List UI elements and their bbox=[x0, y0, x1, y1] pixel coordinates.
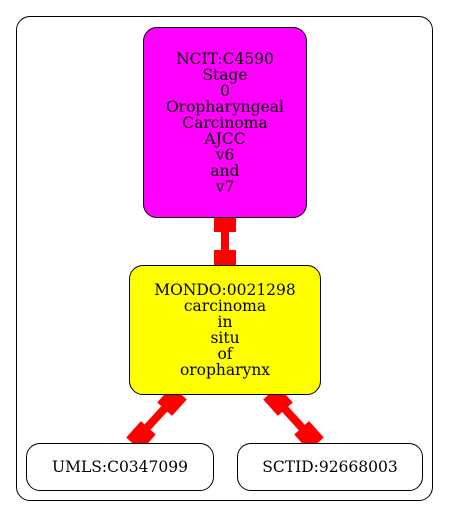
node-ncit-line-1: NCIT:C4590 bbox=[176, 49, 274, 68]
node-mondo-line-5: of bbox=[217, 345, 233, 363]
node-sctid-92668003: SCTID:92668003 bbox=[237, 443, 423, 491]
node-ncit-line-2: Stage bbox=[202, 65, 248, 84]
node-mondo-line-2: carcinoma bbox=[183, 297, 267, 315]
node-ncit-line-7: v6 bbox=[215, 145, 235, 164]
node-ncit-line-5: Carcinoma bbox=[182, 113, 268, 132]
node-ncit-line-8: and bbox=[210, 161, 240, 180]
node-mondo-line-1: MONDO:0021298 bbox=[154, 281, 296, 299]
node-sctid-label: SCTID:92668003 bbox=[262, 458, 398, 476]
edge-ncit-mondo bbox=[214, 212, 236, 270]
node-ncit-line-4: Oropharyngeal bbox=[165, 97, 285, 116]
node-mondo-line-6: oropharynx bbox=[179, 361, 271, 379]
node-mondo-line-4: situ bbox=[210, 329, 240, 347]
node-ncit-line-3: 0 bbox=[220, 81, 230, 100]
edge-mondo-umls bbox=[126, 386, 187, 451]
node-ncit-line-6: AJCC bbox=[204, 129, 246, 148]
node-ncit-line-9: v7 bbox=[215, 177, 235, 196]
node-umls-c0347099: UMLS:C0347099 bbox=[26, 443, 214, 491]
node-mondo-0021298: MONDO:0021298 carcinoma in situ of oroph… bbox=[129, 265, 321, 395]
edge-mondo-sctid bbox=[263, 386, 324, 451]
node-mondo-line-3: in bbox=[217, 313, 233, 331]
node-ncit-c4590: NCIT:C4590 Stage 0 Oropharyngeal Carcino… bbox=[143, 27, 307, 218]
node-umls-label: UMLS:C0347099 bbox=[52, 458, 188, 476]
